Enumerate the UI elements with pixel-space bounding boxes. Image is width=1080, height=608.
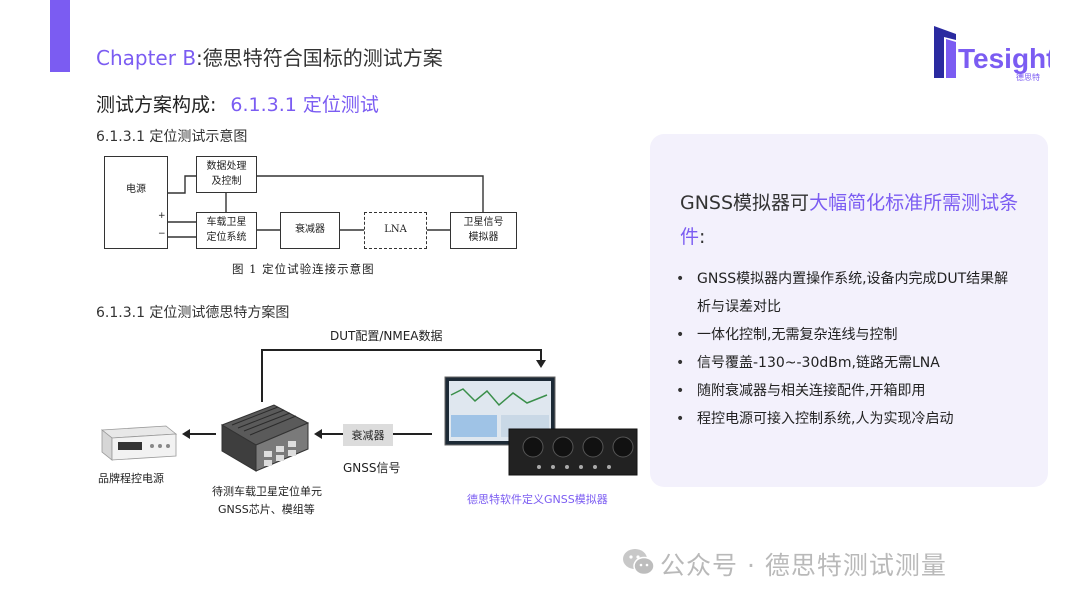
benefit-item: 一体化控制,无需复杂连线与控制 bbox=[676, 321, 1021, 349]
simulator-box-line2: 模拟器 bbox=[468, 231, 499, 243]
wechat-icon bbox=[623, 549, 655, 576]
subtitle-section: 6.1.3.1 定位测试 bbox=[230, 94, 379, 116]
attenuator-chip: 衰减器 bbox=[343, 424, 393, 446]
diagram2-title: 6.1.3.1 定位测试德思特方案图 bbox=[96, 305, 290, 321]
dut-config-label: DUT配置/NMEA数据 bbox=[330, 329, 443, 343]
benefits-list: GNSS模拟器内置操作系统,设备内完成DUT结果解析与误差对比 一体化控制,无需… bbox=[676, 265, 1021, 433]
chapter-name: 德思特符合国标的测试方案 bbox=[202, 46, 443, 70]
attenuator-label: 衰减器 bbox=[295, 224, 325, 236]
chapter-title: Chapter B:德思特符合国标的测试方案 bbox=[96, 42, 443, 71]
diagram1-title: 6.1.3.1 定位测试示意图 bbox=[96, 129, 248, 145]
logo-subtext: 德思特 bbox=[1016, 72, 1040, 82]
plus-terminal: + bbox=[158, 211, 166, 221]
benefit-item: 信号覆盖-130~-30dBm,链路无需LNA bbox=[676, 349, 1021, 377]
data-box-line2: 及控制 bbox=[211, 175, 242, 187]
lead-colon: : bbox=[699, 226, 706, 248]
footer-account: 公众号 · 德思特测试测量 bbox=[660, 551, 947, 580]
data-processing-box: 数据处理 及控制 bbox=[196, 156, 257, 193]
lead-plain: GNSS模拟器可 bbox=[680, 192, 810, 214]
subtitle-label: 测试方案构成: bbox=[96, 94, 217, 116]
panel-lead-text: GNSS模拟器可大幅简化标准所需测试条件: bbox=[680, 186, 1030, 254]
section-subtitle: 测试方案构成: 6.1.3.1 定位测试 bbox=[96, 90, 379, 117]
logo-wordmark: Tesight bbox=[958, 43, 1050, 74]
benefit-item: GNSS模拟器内置操作系统,设备内完成DUT结果解析与误差对比 bbox=[676, 265, 1021, 321]
gnss-signal-label: GNSS信号 bbox=[343, 461, 401, 475]
signal-simulator-box: 卫星信号 模拟器 bbox=[450, 212, 517, 249]
power-label: 电源 bbox=[126, 184, 146, 195]
chapter-separator: : bbox=[196, 46, 203, 70]
simulator-box-line1: 卫星信号 bbox=[463, 217, 504, 228]
lna-box: LNA bbox=[364, 212, 427, 249]
attenuator-box: 衰减器 bbox=[280, 212, 340, 249]
power-supply-box: 电源 bbox=[104, 156, 168, 249]
lead-highlight: 大幅简化标准所需测试条件 bbox=[680, 192, 1019, 248]
chapter-prefix: Chapter B bbox=[96, 46, 197, 70]
figure-caption: 图 1 定位试验连接示意图 bbox=[232, 262, 375, 276]
power-supply-label: 品牌程控电源 bbox=[98, 472, 164, 485]
dut-unit-device bbox=[220, 404, 310, 472]
unit-box-line1: 车载卫星 bbox=[206, 217, 247, 228]
power-supply-device bbox=[100, 425, 178, 461]
accent-bar bbox=[50, 0, 70, 72]
tesight-logo: Tesight 德思特 bbox=[930, 26, 1055, 86]
dut-label-line2: GNSS芯片、模组等 bbox=[218, 503, 315, 516]
lna-label: LNA bbox=[384, 224, 407, 236]
data-box-line1: 数据处理 bbox=[206, 161, 247, 172]
simulator-label: 德思特软件定义GNSS模拟器 bbox=[467, 493, 608, 506]
minus-terminal: − bbox=[158, 229, 166, 239]
gnss-simulator-device bbox=[444, 376, 638, 476]
dut-label-line1: 待测车载卫星定位单元 bbox=[212, 485, 322, 498]
unit-box-line2: 定位系统 bbox=[206, 231, 247, 243]
benefit-item: 程控电源可接入控制系统,人为实现冷启动 bbox=[676, 405, 1021, 433]
benefit-item: 随附衰减器与相关连接配件,开箱即用 bbox=[676, 377, 1021, 405]
vehicle-unit-box: 车载卫星 定位系统 bbox=[196, 212, 257, 249]
